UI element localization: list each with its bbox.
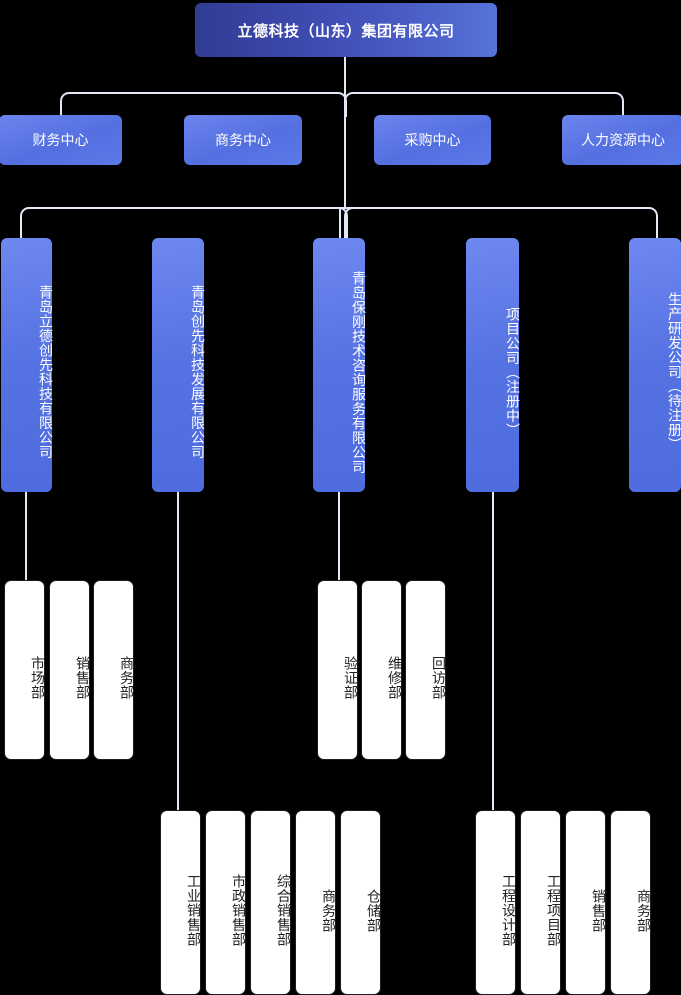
- department-node-label: 维修部: [386, 656, 402, 700]
- company-node-label: 青岛创先科技发展有限公司: [189, 285, 205, 459]
- department-node-label: 综合销售部: [275, 874, 291, 947]
- connector-drop-company-1: [25, 492, 27, 602]
- department-node-label: 工业销售部: [185, 874, 201, 947]
- department-node[interactable]: 商务部: [295, 810, 336, 995]
- department-node[interactable]: 工程项目部: [520, 810, 561, 995]
- department-node[interactable]: 商务部: [93, 580, 134, 760]
- connector-trunk-to-companies: [344, 92, 346, 208]
- department-node-label: 销售部: [74, 656, 90, 700]
- connector-elbow-business: [240, 92, 347, 117]
- department-node[interactable]: 验证部: [317, 580, 358, 760]
- department-node-label: 市场部: [29, 656, 45, 700]
- department-node[interactable]: 工业销售部: [160, 810, 201, 995]
- center-node-purchasing[interactable]: 采购中心: [374, 115, 491, 165]
- connector-drop-company-4: [492, 492, 494, 822]
- department-node[interactable]: 销售部: [49, 580, 90, 760]
- connector-root-trunk: [344, 57, 346, 92]
- connector-stem-company-3: [339, 207, 341, 239]
- connector-drop-company-3: [338, 492, 340, 602]
- department-node-label: 回访部: [430, 656, 446, 700]
- department-node-label: 工程项目部: [545, 874, 561, 947]
- connector-drop-company-2: [177, 492, 179, 822]
- company-node-qingdao-baogang[interactable]: 青岛保刚技术咨询服务有限公司: [313, 238, 366, 492]
- center-node-human-resources[interactable]: 人力资源中心: [562, 115, 681, 165]
- department-node[interactable]: 商务部: [610, 810, 651, 995]
- connector-elbow-purchase: [344, 92, 434, 117]
- department-node[interactable]: 工程设计部: [475, 810, 516, 995]
- company-node-label: 青岛立德创先科技有限公司: [37, 285, 53, 459]
- connector-elbow-hr: [430, 92, 624, 117]
- company-node-project-company[interactable]: 项目公司（注册中）: [466, 238, 520, 492]
- department-node-label: 销售部: [590, 888, 606, 933]
- connector-elbow-finance: [60, 92, 287, 117]
- company-node-qingdao-chuangxian-fazhan[interactable]: 青岛创先科技发展有限公司: [152, 238, 205, 492]
- department-node-label: 市政销售部: [230, 874, 246, 947]
- department-node-label: 商务部: [635, 888, 651, 933]
- center-node-finance[interactable]: 财务中心: [0, 115, 122, 165]
- root-node-group-company[interactable]: 立德科技（山东）集团有限公司: [195, 3, 497, 57]
- department-node[interactable]: 维修部: [361, 580, 402, 760]
- connector-elbow-company-2: [172, 207, 348, 241]
- department-node-label: 仓储部: [365, 888, 381, 933]
- department-node-label: 验证部: [342, 656, 358, 700]
- department-node[interactable]: 市政销售部: [205, 810, 246, 995]
- department-node[interactable]: 市场部: [4, 580, 45, 760]
- department-node[interactable]: 销售部: [565, 810, 606, 995]
- company-node-label: 生产研发公司（待注册）: [666, 292, 681, 452]
- connector-elbow-company-1: [20, 207, 182, 241]
- department-node[interactable]: 回访部: [405, 580, 446, 760]
- center-node-label: 采购中心: [404, 133, 461, 149]
- center-node-label: 人力资源中心: [581, 133, 665, 149]
- company-node-production-rnd[interactable]: 生产研发公司（待注册）: [629, 238, 681, 492]
- company-node-qingdao-lide-chuangxian[interactable]: 青岛立德创先科技有限公司: [1, 238, 53, 492]
- department-node-label: 商务部: [320, 888, 336, 933]
- company-node-label: 青岛保刚技术咨询服务有限公司: [350, 270, 366, 474]
- connector-elbow-company-5: [332, 207, 658, 241]
- root-node-label: 立德科技（山东）集团有限公司: [237, 21, 455, 40]
- department-node-label: 工程设计部: [500, 874, 516, 947]
- center-node-business[interactable]: 商务中心: [184, 115, 302, 165]
- center-node-label: 商务中心: [215, 133, 271, 149]
- center-node-label: 财务中心: [32, 133, 89, 149]
- department-node[interactable]: 仓储部: [340, 810, 381, 995]
- company-node-label: 项目公司（注册中）: [504, 306, 520, 438]
- department-node-label: 商务部: [118, 656, 134, 700]
- department-node[interactable]: 综合销售部: [250, 810, 291, 995]
